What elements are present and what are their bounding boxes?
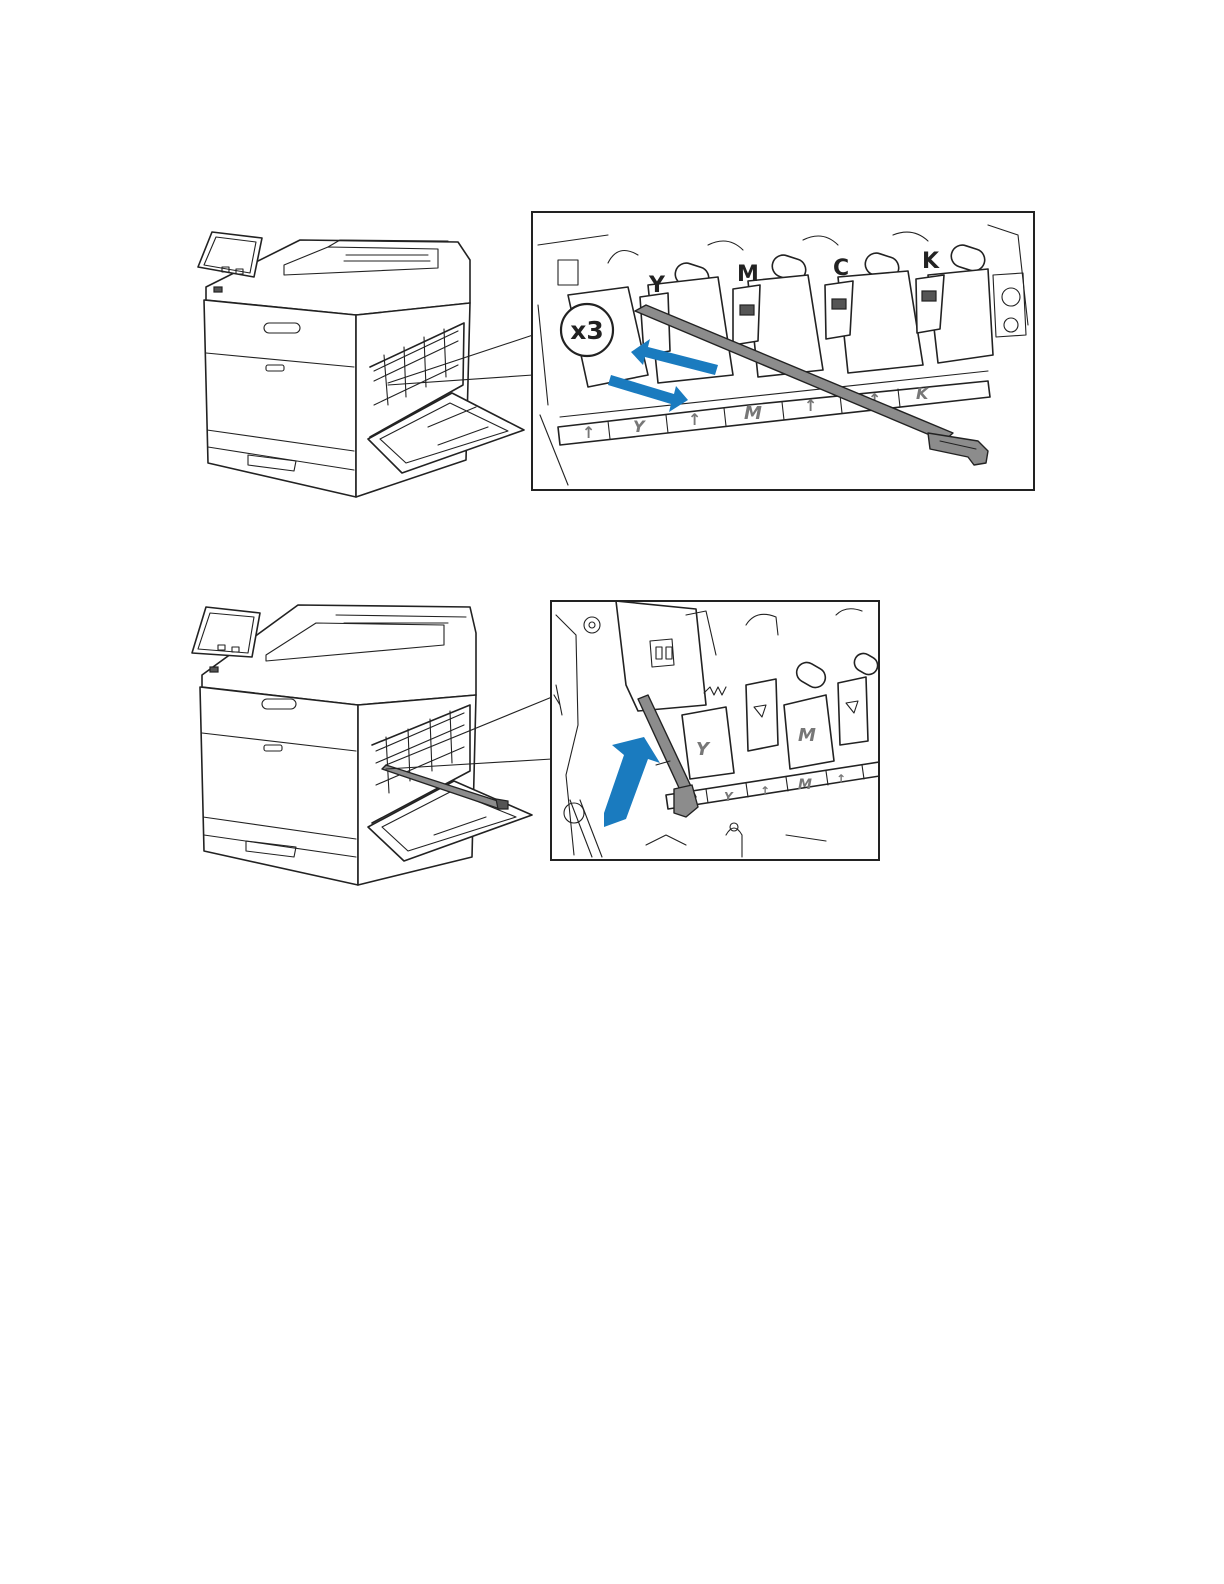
slot-arrow: ↑: [836, 772, 846, 786]
slot-arrow: ↑: [582, 423, 595, 442]
color-label-y: Y: [648, 273, 666, 298]
printer-overview: [192, 605, 552, 885]
slot-arrow: ↑: [688, 410, 701, 429]
slot-label-m: M: [744, 403, 762, 424]
drum-label-m: M: [798, 725, 816, 746]
detail-callout: Y M Y ↑ M ↑: [551, 601, 886, 860]
repeat-count-text: x3: [570, 316, 604, 345]
figure-store-cleaning-rod: Y M Y ↑ M ↑: [186, 595, 896, 895]
slot-label-y: Y: [724, 790, 734, 804]
slot-arrow: ↑: [804, 396, 817, 415]
figure-clean-printhead-windows: Y M C K ↑ Y ↑ M ↑ ↑ K: [188, 205, 1048, 505]
figure-1-illustration: Y M C K ↑ Y ↑ M ↑ ↑ K: [188, 205, 1048, 505]
printer-overview: [198, 232, 533, 497]
slot-label-m: M: [798, 777, 812, 793]
slot-label-k: K: [916, 384, 930, 403]
color-label-k: K: [922, 249, 940, 274]
slot-label-y: Y: [633, 417, 646, 436]
detail-callout: Y M C K ↑ Y ↑ M ↑ ↑ K: [532, 212, 1034, 490]
drum-label-y: Y: [696, 739, 711, 760]
color-label-c: C: [833, 256, 849, 281]
slot-arrow: ↑: [760, 784, 770, 798]
color-label-m: M: [737, 262, 759, 287]
repeat-count-badge: x3: [561, 304, 613, 356]
figure-2-illustration: Y M Y ↑ M ↑: [186, 595, 896, 895]
